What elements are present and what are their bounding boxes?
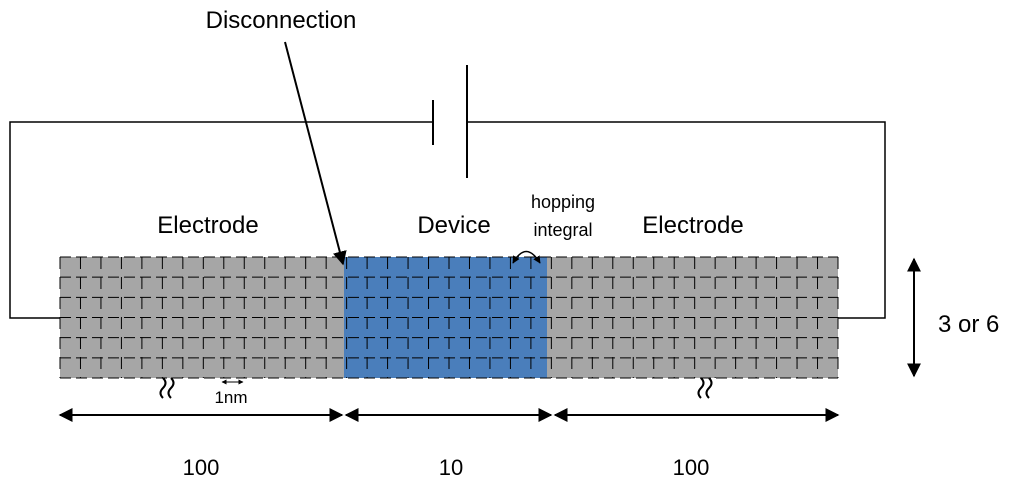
right-length-label: 100 (673, 455, 710, 480)
unit-length-label: 1nm (214, 388, 247, 407)
right-break-mark-icon (697, 377, 713, 399)
disconnection-arrow (284, 41, 347, 266)
hopping-label-line1: hopping (531, 192, 595, 212)
device-length-label: 10 (439, 455, 463, 480)
right-electrode-label: Electrode (642, 212, 743, 239)
left-electrode-label: Electrode (157, 212, 258, 239)
disconnection-label: Disconnection (206, 7, 357, 34)
width-label: 3 or 6 (938, 311, 999, 338)
device-label: Device (417, 212, 490, 239)
left-electrode-block (60, 257, 344, 378)
lattice-grid (59, 256, 839, 379)
hopping-integral-arc-icon (512, 250, 541, 264)
left-length-label: 100 (183, 455, 220, 480)
hopping-label-line2: integral (533, 220, 592, 240)
left-break-mark-icon (159, 377, 175, 399)
circuit-wire-left (9, 121, 433, 319)
circuit-wire-right (467, 121, 886, 319)
